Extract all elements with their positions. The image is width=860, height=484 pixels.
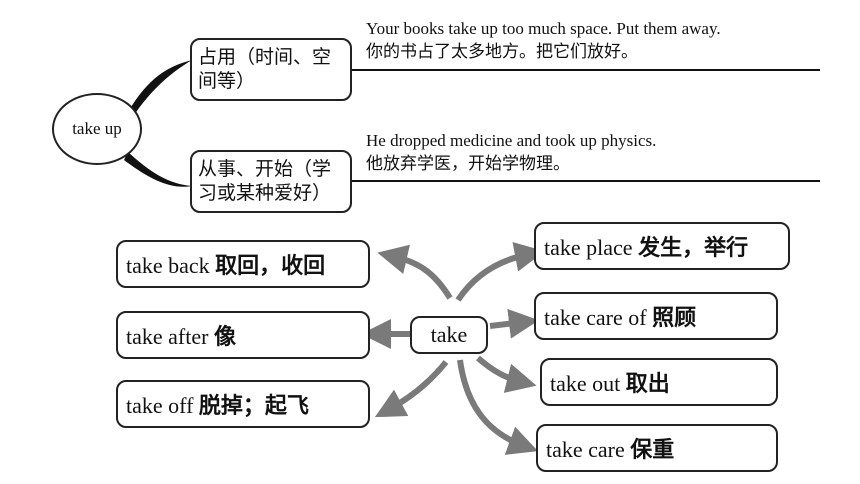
phrase-zh: 发生，举行	[638, 235, 749, 260]
phrase-take-out: take out 取出	[542, 366, 678, 398]
phrase-take-off: take off 脱掉；起飞	[118, 388, 317, 420]
sense-label-1: 占用（时间、空间等）	[198, 46, 332, 92]
phrase-zh: 保重	[630, 437, 675, 462]
arrow-take-off	[374, 360, 449, 418]
phrase-box-take-out: take out 取出	[540, 358, 778, 406]
example-zh-1: 你的书占了太多地方。把它们放好。	[366, 42, 638, 61]
example-zh-2: 他放弃学医，开始学物理。	[366, 154, 570, 173]
branch-connector-2	[124, 152, 192, 187]
phrase-zh: 脱掉；起飞	[198, 393, 309, 418]
phrase-box-take-care-of: take care of 照顾	[534, 292, 778, 340]
phrase-zh: 像	[213, 324, 236, 349]
phrase-take-after: take after 像	[118, 319, 244, 351]
arrow-take-care	[457, 359, 539, 455]
sense-box-2: 从事、开始（学习或某种爱好）	[190, 150, 352, 213]
phrase-zh: 取出	[625, 371, 670, 396]
phrase-box-take-care: take care 保重	[536, 424, 778, 472]
phrase-en: take place	[544, 235, 633, 260]
phrase-take-back: take back 取回，收回	[118, 248, 333, 280]
center-label: take	[430, 322, 468, 347]
arrow-take-place	[455, 242, 545, 302]
phrase-zh: 照顾	[652, 305, 697, 330]
example-en-2: He dropped medicine and took up physics.	[366, 131, 657, 150]
arrow-take-back	[377, 244, 453, 300]
phrase-box-take-after: take after 像	[116, 311, 370, 359]
arrow-take-out	[476, 355, 537, 393]
phrase-en: take care of	[544, 305, 647, 330]
phrase-en: take care	[546, 437, 625, 462]
branch-connector-1	[128, 60, 192, 118]
phrase-en: take off	[126, 393, 194, 418]
phrase-en: take out	[550, 371, 621, 396]
sense-label-2: 从事、开始（学习或某种爱好）	[198, 158, 332, 204]
example-en-1: Your books take up too much space. Put t…	[366, 19, 721, 38]
root-node: take up	[52, 93, 142, 165]
phrase-en: take back	[126, 253, 210, 278]
root-label: take up	[72, 119, 122, 138]
phrase-en: take after	[126, 324, 209, 349]
arrow-take-care-of	[489, 308, 539, 339]
sense-box-1: 占用（时间、空间等）	[190, 38, 352, 101]
phrase-box-take-off: take off 脱掉；起飞	[116, 380, 370, 428]
phrase-take-care-of: take care of 照顾	[536, 300, 704, 332]
phrase-box-take-place: take place 发生，举行	[534, 222, 790, 270]
phrase-box-take-back: take back 取回，收回	[116, 240, 370, 288]
phrase-take-care: take care 保重	[538, 432, 682, 464]
phrase-zh: 取回，收回	[215, 253, 326, 278]
phrase-take-place: take place 发生，举行	[536, 230, 756, 262]
center-node: take	[410, 316, 488, 354]
